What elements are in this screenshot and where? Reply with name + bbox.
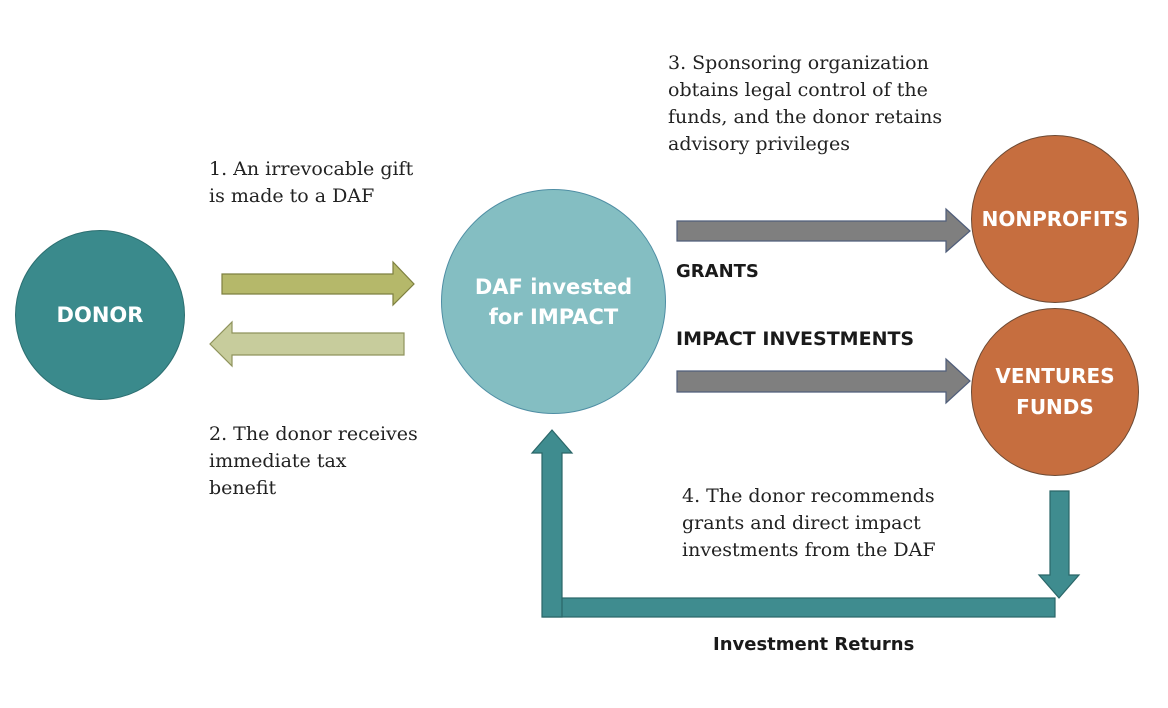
returns-up-arrow: [530, 429, 574, 618]
returns-down-arrow: [1037, 490, 1081, 599]
step-3-note: 3. Sponsoring organization obtains legal…: [668, 52, 943, 155]
nonprofits-label: NONPROFITS: [981, 207, 1129, 231]
impact-investments-label: IMPACT INVESTMENTS: [676, 328, 915, 350]
impact-investments-arrow: [676, 357, 971, 405]
daf-label-line1: DAF invested: [474, 274, 633, 299]
tax-benefit-arrow: [209, 320, 405, 368]
daf-label-line2: for IMPACT: [488, 304, 619, 329]
grants-arrow: [676, 207, 971, 254]
ventures-label-line1: VENTURES: [995, 364, 1115, 388]
grants-label: GRANTS: [676, 261, 759, 282]
donor-node: DONOR: [15, 230, 185, 400]
donor-label: DONOR: [56, 303, 144, 327]
step-1-note: 1. An irrevocable gift is made to a DAF: [209, 158, 414, 207]
daf-node: DAF invested for IMPACT: [441, 189, 666, 414]
ventures-label-line2: FUNDS: [1016, 395, 1094, 419]
gift-arrow: [221, 260, 415, 307]
step-4-note: 4. The donor recommends grants and direc…: [682, 485, 936, 561]
ventures-funds-node: VENTURES FUNDS: [971, 308, 1139, 476]
nonprofits-node: NONPROFITS: [971, 135, 1139, 303]
step-2-note: 2. The donor receives immediate tax bene…: [209, 423, 418, 499]
returns-bottom-bar: [542, 597, 1056, 618]
investment-returns-label: Investment Returns: [713, 634, 915, 655]
